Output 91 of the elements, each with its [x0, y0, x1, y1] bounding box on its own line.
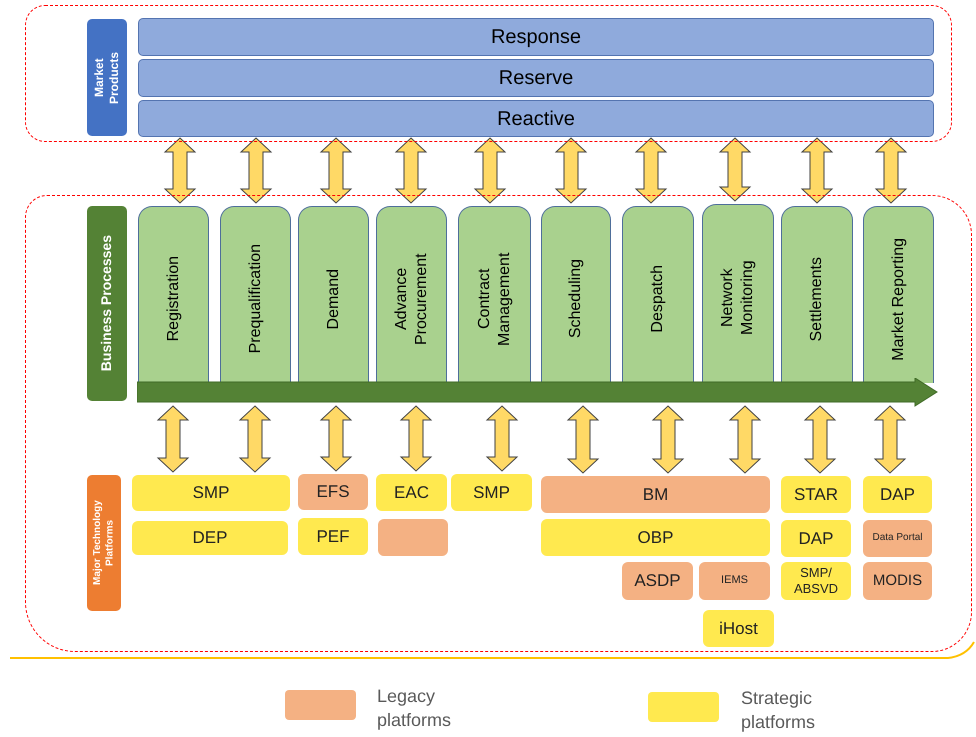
process-label: Demand	[324, 268, 342, 330]
platform-label: ASDP	[634, 570, 681, 592]
platform-box	[781, 476, 851, 513]
platform-label: BM	[642, 484, 668, 506]
process-box	[220, 206, 291, 383]
process-label: Market Reporting	[888, 238, 908, 360]
product-bar	[138, 18, 934, 56]
double-arrow	[156, 405, 190, 473]
platform-box	[781, 562, 851, 600]
legend-label: Legacy platforms	[377, 685, 452, 732]
process-box	[298, 206, 369, 383]
dashed-region	[25, 195, 972, 652]
platform-box	[298, 474, 368, 510]
section-tab	[87, 206, 127, 401]
platform-box	[378, 519, 448, 556]
double-arrow	[486, 405, 518, 472]
section-tab	[87, 19, 127, 136]
double-arrow	[718, 137, 752, 202]
platform-label: MODIS	[872, 572, 922, 590]
platform-box	[541, 476, 770, 513]
platform-box	[132, 475, 290, 511]
platform-label: OBP	[638, 526, 674, 548]
double-arrow	[728, 405, 762, 474]
platform-label: DEP	[192, 527, 228, 549]
process-label: Despatch	[648, 265, 667, 333]
process-label: Network Monitoring	[718, 260, 757, 338]
double-arrow	[320, 405, 352, 472]
process-label: Scheduling	[566, 259, 585, 339]
platform-label: DAP	[880, 484, 915, 506]
double-arrow	[474, 137, 506, 204]
dashed-region	[25, 5, 952, 142]
double-arrow	[874, 405, 906, 474]
double-arrow	[320, 137, 352, 204]
platform-box	[863, 562, 932, 600]
double-arrow	[240, 137, 272, 204]
platform-box	[451, 474, 532, 511]
platform-label: STAR	[794, 484, 838, 506]
double-arrow	[634, 137, 668, 204]
double-arrow	[400, 405, 432, 472]
process-box	[863, 206, 934, 383]
double-arrow	[800, 137, 834, 204]
platform-label: Data Portal	[872, 532, 923, 545]
platform-box	[699, 562, 770, 600]
process-box	[622, 206, 694, 383]
double-arrow	[652, 405, 684, 474]
platform-label: IEMS	[721, 574, 748, 588]
process-label: Advance Procurement	[392, 252, 430, 347]
double-arrow	[554, 137, 588, 204]
platform-box	[863, 520, 932, 557]
section-label: Business Processes	[98, 235, 116, 372]
process-label: Settlements	[807, 256, 826, 342]
platform-box	[863, 476, 932, 513]
process-box	[781, 206, 853, 383]
product-label: Reserve	[498, 66, 574, 91]
platform-label: EFS	[316, 481, 350, 503]
double-arrow	[566, 405, 600, 474]
product-label: Reactive	[497, 106, 575, 132]
product-bar	[138, 59, 934, 97]
double-arrow	[394, 137, 428, 204]
process-box	[702, 204, 774, 383]
platform-label: DAP	[798, 528, 834, 550]
platform-box	[622, 562, 693, 600]
double-arrow	[238, 405, 272, 473]
process-box	[541, 206, 611, 383]
platform-box	[781, 520, 851, 557]
product-bar	[138, 100, 934, 137]
process-label: Prequalification	[246, 244, 264, 354]
process-box	[138, 206, 209, 383]
process-label: Contract Management	[474, 251, 514, 348]
platform-label: iHost	[719, 618, 758, 640]
platform-label: EAC	[394, 482, 429, 504]
legend-label: Strategic platforms	[741, 687, 816, 734]
process-box	[376, 206, 447, 383]
double-arrow	[804, 405, 836, 474]
double-arrow	[874, 137, 908, 204]
platform-box	[703, 610, 774, 647]
double-arrow	[164, 137, 196, 204]
platform-label: SMP/ ABSVD	[792, 564, 840, 598]
section-tab	[87, 475, 121, 611]
platform-box	[132, 521, 288, 555]
platform-box	[541, 519, 770, 556]
platform-label: SMP	[192, 482, 230, 504]
platform-label: SMP	[473, 482, 510, 504]
section-label: Major Technology Platforms	[92, 499, 116, 588]
platform-box	[376, 474, 447, 511]
section-label: Market Products	[92, 50, 122, 106]
product-label: Response	[490, 25, 582, 50]
process-box	[458, 206, 531, 383]
process-label: Registration	[164, 256, 182, 342]
platform-label: PEF	[316, 526, 350, 548]
platform-box	[298, 518, 368, 555]
